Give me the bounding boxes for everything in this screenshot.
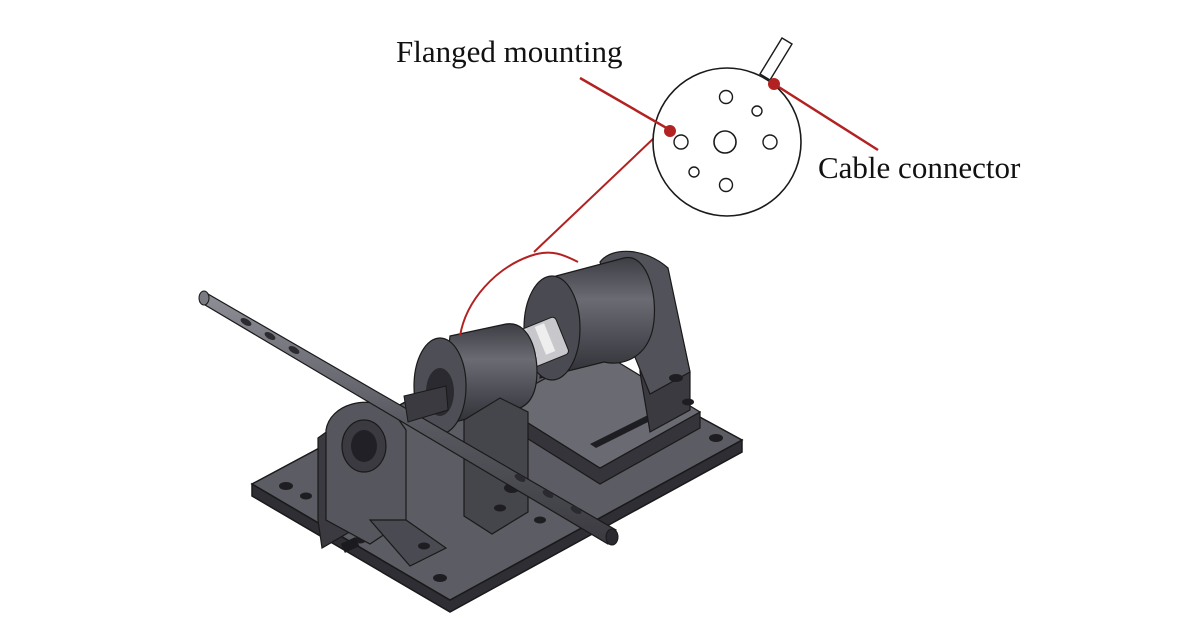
flange-detail xyxy=(652,37,802,217)
bolt-hole xyxy=(673,89,778,193)
center-bore xyxy=(713,130,737,154)
flanged-mounting-label: Flanged mounting xyxy=(396,34,623,69)
left-bearing-block xyxy=(300,401,448,567)
cable-connector-label: Cable connector xyxy=(818,150,1021,185)
callout-cable-connector xyxy=(768,78,879,152)
rod-groove xyxy=(240,318,582,514)
sensor-cable xyxy=(459,137,655,337)
callout-flanged-mounting xyxy=(579,76,676,137)
